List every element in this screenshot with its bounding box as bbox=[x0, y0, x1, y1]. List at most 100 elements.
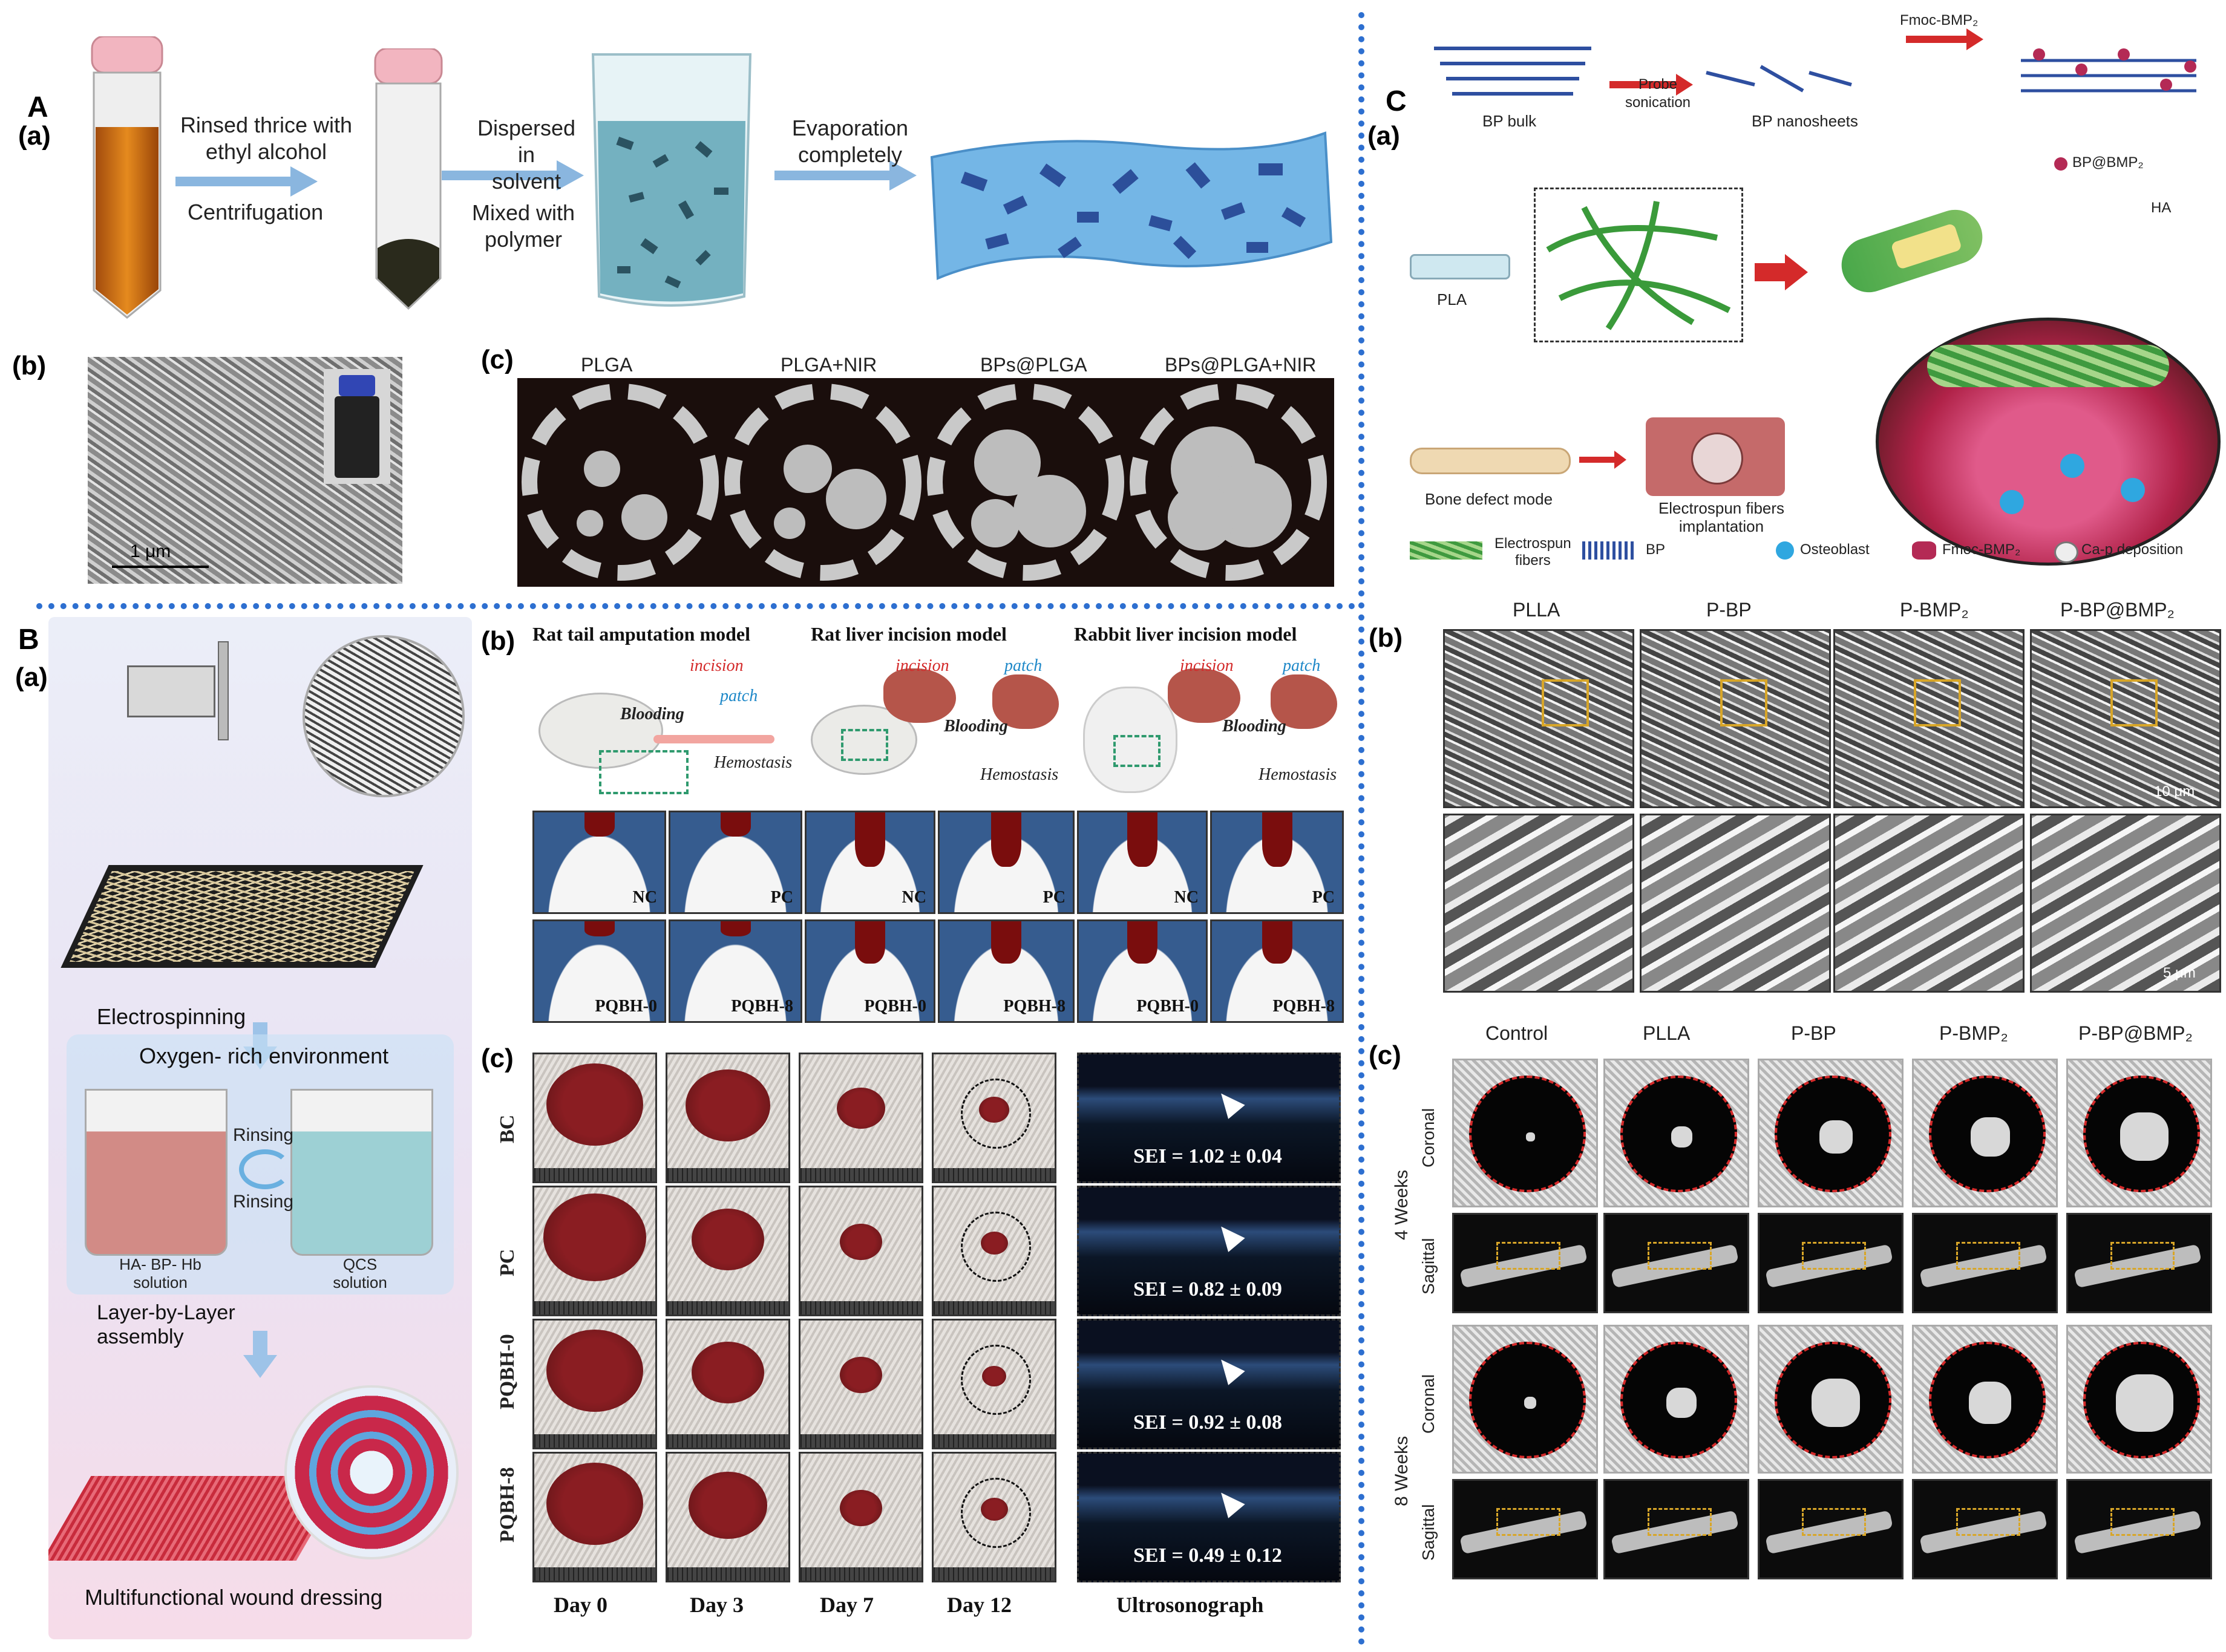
weeks-label: 4 Weeks bbox=[1392, 1169, 1412, 1240]
defect-circle bbox=[2083, 1076, 2200, 1192]
panel-b-a-label: (a) bbox=[15, 662, 48, 692]
vial-inset bbox=[324, 369, 390, 484]
column-label: Day 12 bbox=[947, 1593, 1012, 1617]
magnified-view bbox=[1876, 318, 2221, 566]
defect-box bbox=[1496, 1242, 1560, 1270]
wound-outline bbox=[961, 1478, 1031, 1548]
model-title: Rabbit liver incision model bbox=[1074, 623, 1297, 645]
hemostasis-photo: PQBH-8 bbox=[938, 919, 1075, 1023]
sem-high-mag bbox=[2030, 814, 2221, 993]
blood-clot bbox=[1127, 921, 1157, 964]
defect-box bbox=[1956, 1242, 2020, 1270]
blooding-label: Blooding bbox=[620, 705, 684, 723]
group-label: PLGA+NIR bbox=[781, 354, 877, 376]
arrow-down-icon bbox=[243, 1331, 277, 1378]
sagittal-image bbox=[1452, 1479, 1598, 1579]
row-label: PQBH-0 bbox=[496, 1334, 519, 1409]
wound bbox=[686, 1069, 770, 1141]
ruler bbox=[534, 1567, 655, 1581]
sample-label: NC bbox=[902, 888, 926, 907]
ruler bbox=[800, 1567, 921, 1581]
arrow-right-icon bbox=[1609, 74, 1693, 96]
sagittal-image bbox=[1603, 1479, 1749, 1579]
coronal-image bbox=[1912, 1059, 2058, 1207]
hemostasis-photo: PQBH-0 bbox=[805, 919, 935, 1023]
ruler bbox=[534, 1301, 655, 1314]
wound bbox=[840, 1357, 882, 1393]
defect-circle bbox=[1469, 1076, 1586, 1192]
rat-tail bbox=[653, 735, 774, 743]
arrow-icon bbox=[1213, 1486, 1245, 1518]
wound-photo bbox=[532, 1319, 657, 1449]
defect-box bbox=[2110, 1242, 2175, 1270]
ultrasound-image: SEI = 1.02 ± 0.04 bbox=[1077, 1053, 1341, 1183]
sagittal-image bbox=[2066, 1479, 2212, 1579]
coronal-image bbox=[2066, 1059, 2212, 1207]
osteoblast-icon bbox=[2060, 454, 2084, 478]
ruler bbox=[667, 1434, 788, 1448]
bp-bmp-dot-icon bbox=[2054, 157, 2067, 171]
syringe-icon bbox=[218, 641, 229, 740]
panel-c-c-label: (c) bbox=[1369, 1040, 1401, 1070]
electrospinning-scheme: Electrospinning Oxygen- rich environment… bbox=[48, 617, 472, 1639]
ruler bbox=[534, 1168, 655, 1181]
defect-box bbox=[1956, 1508, 2020, 1536]
coronal-image bbox=[1452, 1325, 1598, 1474]
solution1-label: HA- BP- Hb solution bbox=[119, 1255, 201, 1291]
panel-c-b-label: (b) bbox=[1369, 623, 1403, 653]
test-tube-icon bbox=[91, 36, 163, 319]
beaker-icon bbox=[290, 1089, 433, 1256]
new-bone bbox=[1524, 1397, 1536, 1409]
incision-label: incision bbox=[690, 656, 744, 675]
scale-bar-label: 2 mm bbox=[2175, 1594, 2199, 1604]
rabbit-icon bbox=[1083, 687, 1177, 793]
zoom-box bbox=[2110, 679, 2158, 726]
view-label: Sagittal bbox=[1419, 1238, 1438, 1295]
fiber-zoom-box bbox=[1534, 188, 1743, 342]
legend-label: Electrospun fibers bbox=[1494, 535, 1571, 569]
defect-circle bbox=[1929, 1076, 2046, 1192]
step1-text: Rinsed thrice with ethyl alcohol bbox=[180, 113, 353, 164]
arrow-icon bbox=[1213, 1086, 1245, 1119]
weeks-label: 8 Weeks bbox=[1392, 1435, 1412, 1506]
step3-text: Evaporation completely bbox=[791, 116, 909, 167]
blood-clot bbox=[991, 921, 1021, 964]
wound bbox=[840, 1224, 882, 1260]
blood-clot bbox=[1262, 812, 1292, 867]
panel-b-letter: B bbox=[18, 624, 39, 656]
wound-outline bbox=[961, 1212, 1031, 1282]
sample-label: PC bbox=[1043, 888, 1066, 907]
column-label: Day 7 bbox=[820, 1593, 874, 1617]
blood-clot bbox=[1127, 812, 1157, 867]
legend-bp-icon bbox=[1582, 541, 1637, 560]
implant-label: Electrospun fibers implantation bbox=[1658, 499, 1785, 535]
electrospinning-label: Electrospinning bbox=[97, 1004, 246, 1029]
bp-bulk-label: BP bulk bbox=[1482, 112, 1537, 130]
arrow-icon bbox=[1213, 1353, 1245, 1385]
sem-low-mag bbox=[1640, 629, 1831, 808]
wound bbox=[546, 1063, 643, 1146]
row-label: PC bbox=[496, 1249, 519, 1276]
wound-photo bbox=[532, 1186, 657, 1316]
new-bone bbox=[1969, 1382, 2011, 1424]
new-bone bbox=[2120, 1112, 2169, 1161]
group-label: P-BMP₂ bbox=[1939, 1022, 2008, 1044]
rat-tail-model: incision Blooding patch Hemostasis bbox=[532, 656, 792, 795]
defect-circle bbox=[1469, 1342, 1586, 1458]
layer-zoom-inset bbox=[284, 1385, 459, 1559]
sem-low-mag bbox=[2030, 629, 2221, 808]
defect-circle bbox=[1929, 1342, 2046, 1458]
new-bone bbox=[1812, 1379, 1860, 1427]
liver-highlight-box bbox=[1113, 735, 1160, 767]
blood-clot bbox=[584, 812, 615, 837]
new-bone bbox=[1525, 1132, 1535, 1141]
defect-box bbox=[1802, 1242, 1866, 1270]
blood-clot bbox=[584, 921, 615, 936]
bp-bulk-icon bbox=[1434, 47, 1591, 96]
sample-label: PQBH-0 bbox=[1136, 997, 1199, 1016]
wound bbox=[837, 1088, 885, 1129]
wound-photo bbox=[932, 1452, 1056, 1582]
ruler bbox=[934, 1168, 1055, 1181]
ruler bbox=[934, 1301, 1055, 1314]
hemostasis-label: Hemostasis bbox=[1259, 765, 1337, 784]
